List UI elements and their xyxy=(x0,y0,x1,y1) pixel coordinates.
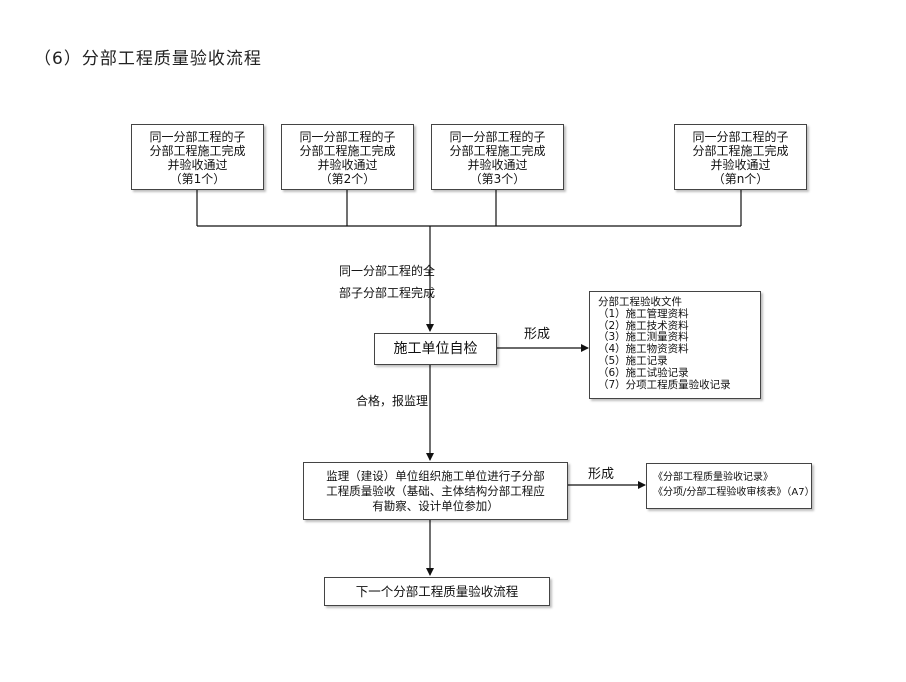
record-line-2: 《分项/分部工程验收审核表》（A7） xyxy=(653,487,815,498)
record-line-1: 《分部工程质量验收记录》 xyxy=(653,472,773,483)
docs-line-3: （2）施工技术资料 xyxy=(598,319,689,332)
next-process-box: 下一个分部工程质量验收流程 xyxy=(324,577,550,606)
sub-box-n: 同一分部工程的子 分部工程施工完成 并验收通过 （第n个） xyxy=(674,124,807,190)
label-all-complete-line-1: 同一分部工程的全 xyxy=(339,264,436,278)
sub-box-1: 同一分部工程的子 分部工程施工完成 并验收通过 （第1个） xyxy=(131,124,264,190)
self-check-box: 施工单位自检 xyxy=(374,333,497,365)
label-all-complete: 同一分部工程的全 部子分部工程完成 xyxy=(339,262,435,302)
next-process-label: 下一个分部工程质量验收流程 xyxy=(355,584,519,599)
page-title: （6）分部工程质量验收流程 xyxy=(34,49,262,69)
docs-line-8: （7）分项工程质量验收记录 xyxy=(598,378,731,391)
sub-box-3-line-4: （第3个） xyxy=(469,172,526,186)
sub-box-3-line-1: 同一分部工程的子 xyxy=(449,130,546,144)
sub-box-3: 同一分部工程的子 分部工程施工完成 并验收通过 （第3个） xyxy=(431,124,564,190)
sub-box-2-line-3: 并验收通过 xyxy=(317,158,378,172)
supervision-line-2: 工程质量验收（基础、主体结构分部工程应 xyxy=(326,484,545,498)
sub-box-n-line-3: 并验收通过 xyxy=(710,158,771,172)
supervision-line-1: 监理（建设）单位组织施工单位进行子分部 xyxy=(326,469,545,483)
supervision-box: 监理（建设）单位组织施工单位进行子分部 工程质量验收（基础、主体结构分部工程应 … xyxy=(303,462,568,520)
label-qualified-part-2: 报监理 xyxy=(392,394,429,408)
sub-box-n-line-1: 同一分部工程的子 xyxy=(692,130,789,144)
label-form-1: 形成 xyxy=(524,327,551,342)
sub-box-2-line-1: 同一分部工程的子 xyxy=(299,130,396,144)
sub-box-2-line-4: （第2个） xyxy=(319,172,376,186)
sub-box-2: 同一分部工程的子 分部工程施工完成 并验收通过 （第2个） xyxy=(281,124,414,190)
docs-line-6: （5）施工记录 xyxy=(598,354,668,367)
docs-line-4: （3）施工测量资料 xyxy=(598,331,689,344)
sub-box-n-line-2: 分部工程施工完成 xyxy=(692,144,789,158)
label-qualified: 合格，报监理 xyxy=(356,392,428,410)
sub-box-1-line-3: 并验收通过 xyxy=(167,158,228,172)
sub-box-1-line-1: 同一分部工程的子 xyxy=(149,130,246,144)
label-all-complete-line-2: 部子分部工程完成 xyxy=(339,286,436,300)
sub-box-1-line-2: 分部工程施工完成 xyxy=(149,144,246,158)
supervision-line-3: 有勘察、设计单位参加） xyxy=(372,499,499,513)
docs-line-7: （6）施工试验记录 xyxy=(598,366,689,379)
self-check-label: 施工单位自检 xyxy=(393,341,478,357)
record-box: 《分部工程质量验收记录》 《分项/分部工程验收审核表》（A7） xyxy=(646,463,815,509)
sub-box-2-line-2: 分部工程施工完成 xyxy=(299,144,396,158)
sub-box-n-line-4: （第n个） xyxy=(712,172,769,186)
sub-box-1-line-4: （第1个） xyxy=(169,172,226,186)
label-form-2: 形成 xyxy=(588,467,615,482)
docs-box: 分部工程验收文件 （1）施工管理资料 （2）施工技术资料 （3）施工测量资料 （… xyxy=(589,291,761,399)
sub-box-3-line-3: 并验收通过 xyxy=(467,158,528,172)
label-qualified-part-1: 合格， xyxy=(356,394,393,408)
docs-line-1: 分部工程验收文件 xyxy=(598,296,682,308)
docs-line-2: （1）施工管理资料 xyxy=(598,307,689,320)
sub-box-3-line-2: 分部工程施工完成 xyxy=(449,144,546,158)
docs-line-5: （4）施工物资资料 xyxy=(598,343,689,356)
